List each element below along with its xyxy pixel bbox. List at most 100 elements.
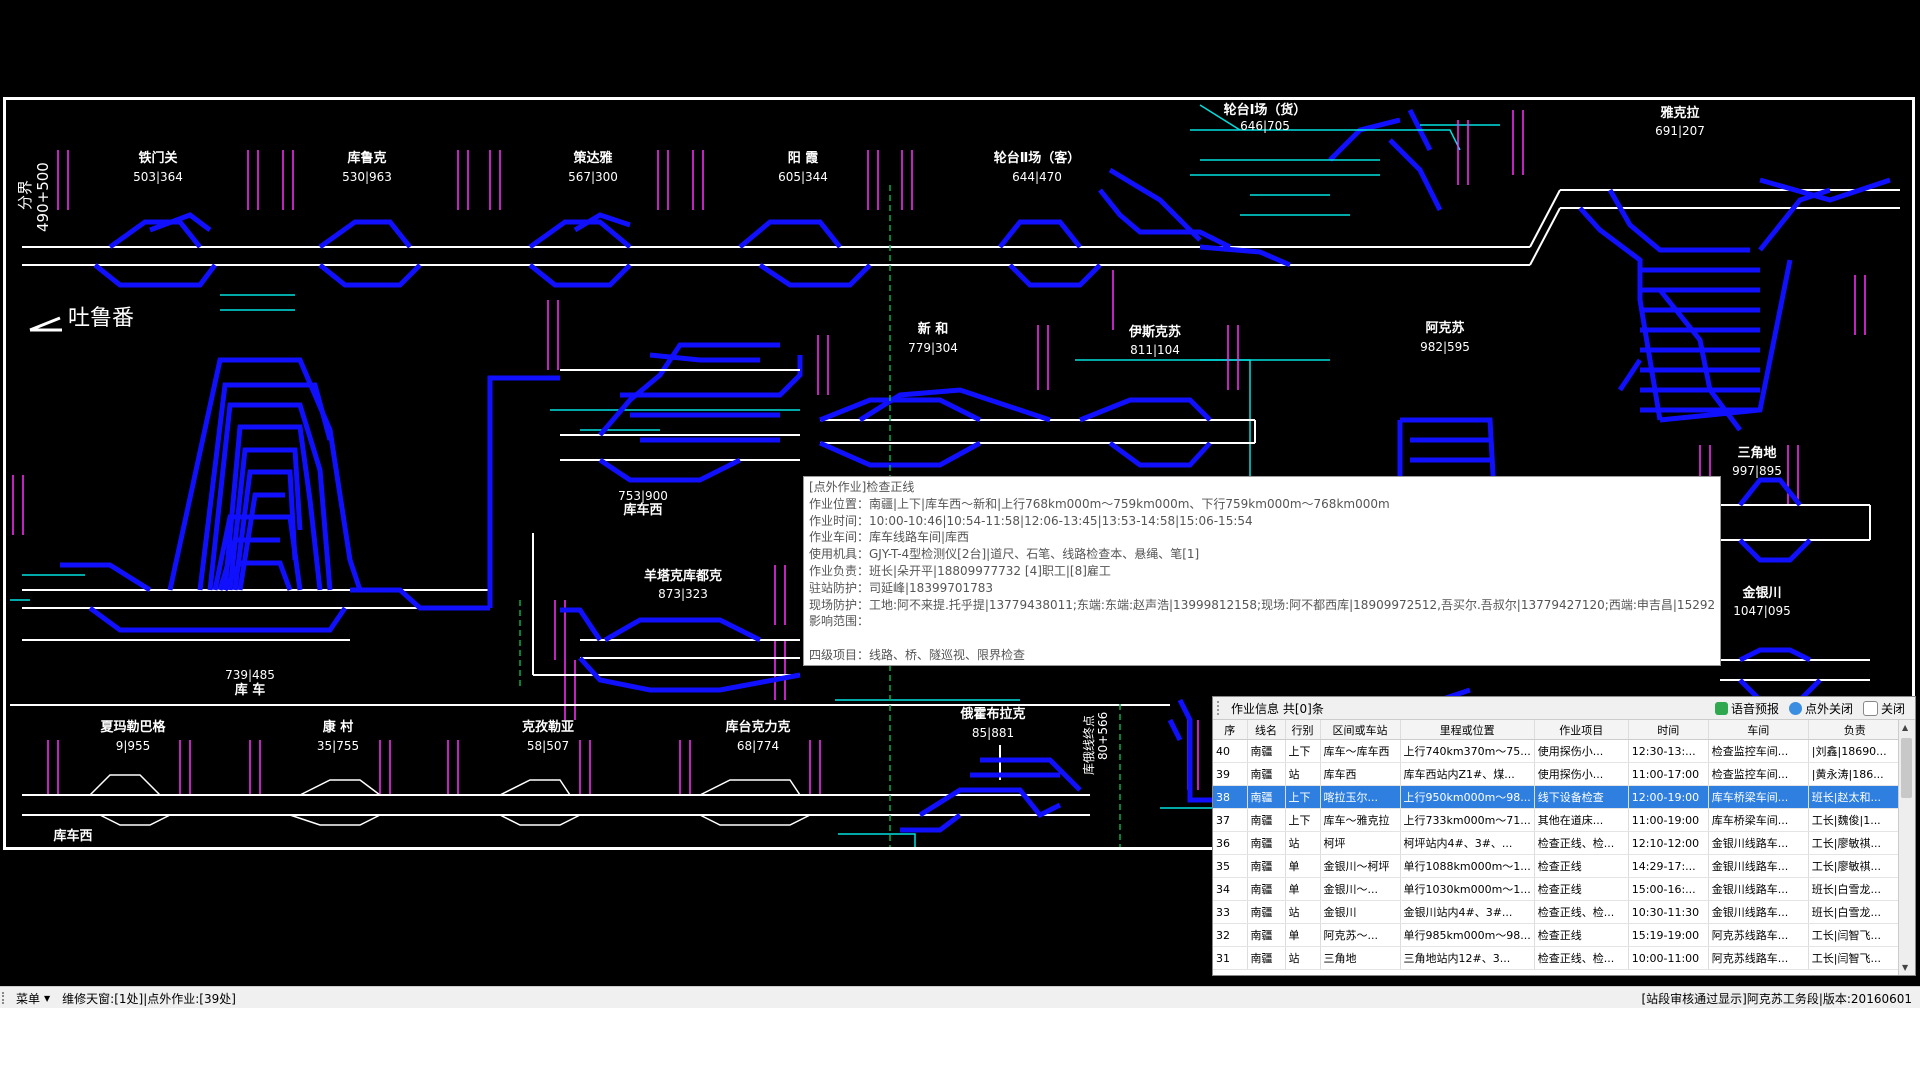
- column-header[interactable]: 时间: [1628, 720, 1709, 740]
- table-scrollbar[interactable]: ▲ ▼: [1898, 720, 1915, 975]
- column-header[interactable]: 作业项目: [1534, 720, 1629, 740]
- table-cell: 12:30-13:...: [1628, 739, 1709, 763]
- table-cell: 库车～雅克拉: [1320, 808, 1401, 832]
- bottom-area: [0, 1008, 1920, 1080]
- column-header[interactable]: 序: [1213, 720, 1248, 740]
- table-cell: 单行985km000m～98...: [1400, 923, 1535, 947]
- work-info-panel: 作业信息 共[0]条 语音预报 点外关闭 关闭 序 线名 行别 区间或车站 里程…: [1212, 696, 1916, 976]
- station-code: 68|774: [737, 739, 779, 753]
- boundary-km: 490+500: [34, 162, 52, 232]
- station-code: 58|507: [527, 739, 569, 753]
- table-cell: 库车西站内Z1#、煤...: [1400, 762, 1535, 786]
- status-right: [站段审核通过显示]阿克苏工务段|版本:20160601: [1641, 991, 1912, 1006]
- station-name: 库台克力克: [725, 719, 790, 735]
- station-code: 997|895: [1732, 464, 1782, 478]
- table-cell: 34: [1213, 877, 1248, 901]
- table-cell: 15:00-16:...: [1628, 877, 1709, 901]
- column-header[interactable]: 负责: [1808, 720, 1902, 740]
- station-name: 铁门关: [137, 150, 177, 166]
- tooltip-line: 作业车间：库车线路车间|库西: [809, 530, 970, 545]
- work-tooltip: [点外作业]检查正线 作业位置：南疆|上下|库车西～新和|上行768km000m…: [803, 476, 1721, 666]
- table-cell: 12:10-12:00: [1628, 831, 1709, 855]
- table-cell: 单: [1285, 877, 1321, 901]
- tooltip-line: 四级项目：线路、桥、隧巡视、限界检查: [809, 647, 1026, 662]
- table-cell: 15:19-19:00: [1628, 923, 1709, 947]
- station-code: 530|963: [342, 170, 392, 184]
- voice-forecast-button[interactable]: 语音预报: [1714, 700, 1779, 717]
- column-header[interactable]: 里程或位置: [1400, 720, 1535, 740]
- terminal-km: 80+566: [1096, 712, 1110, 760]
- table-cell: 35: [1213, 854, 1248, 878]
- table-cell: 12:00-19:00: [1628, 785, 1709, 809]
- column-header[interactable]: 车间: [1708, 720, 1809, 740]
- tooltip-line: [809, 630, 1715, 647]
- station-name: 库 车: [235, 682, 266, 698]
- table-cell: 站: [1285, 900, 1321, 924]
- table-cell: 库车桥梁车间...: [1708, 808, 1809, 832]
- scroll-down-icon[interactable]: ▼: [1902, 963, 1909, 972]
- direction-arrow: 吐鲁番: [29, 306, 134, 332]
- table-cell: 金银川线路车...: [1708, 877, 1809, 901]
- station-name: 康 村: [323, 719, 354, 735]
- station-name: 策达雅: [573, 150, 612, 166]
- station-name: 阳 霞: [788, 151, 820, 166]
- table-cell: 36: [1213, 831, 1248, 855]
- boundary-label: 分界: [16, 180, 34, 210]
- table-cell: 10:00-11:00: [1628, 946, 1709, 970]
- station-name: 羊塔克库都克: [644, 568, 722, 584]
- station-code: 503|364: [133, 170, 183, 184]
- station-name: 金银川: [1741, 585, 1781, 601]
- column-header[interactable]: 行别: [1285, 720, 1321, 740]
- tooltip-line: 作业时间：10:00-10:46|10:54-11:58|12:06-13:45…: [809, 513, 1253, 528]
- table-cell: 检查监控车间...: [1708, 739, 1809, 763]
- drag-grip[interactable]: [1217, 701, 1225, 715]
- station-name: 库车西: [53, 828, 92, 844]
- table-cell: 上行950km000m～98...: [1400, 785, 1535, 809]
- table-cell: 38: [1213, 785, 1248, 809]
- boundary-marker: 分界 490+500: [16, 162, 52, 232]
- table-cell: 上行733km000m～71...: [1400, 808, 1535, 832]
- tooltip-line: 作业负责：班长|朵开平|18809977732 [4]职工|[8]雇工: [809, 563, 1111, 578]
- table-cell: |刘鑫|18690...: [1808, 739, 1902, 763]
- table-cell: 阿克苏～...: [1320, 923, 1401, 947]
- table-cell: 10:30-11:30: [1628, 900, 1709, 924]
- point-close-button[interactable]: 点外关闭: [1788, 700, 1853, 717]
- chevron-down-icon: ▼: [44, 993, 51, 1003]
- status-bar: 菜单▼ 维修天窗:[1处]|点外作业:[39处] [站段审核通过显示]阿克苏工务…: [0, 986, 1920, 1009]
- menu-button[interactable]: 菜单▼: [16, 990, 50, 1007]
- station-code: 1047|095: [1733, 604, 1791, 618]
- table-cell: 37: [1213, 808, 1248, 832]
- table-cell: 使用探伤小...: [1534, 762, 1629, 786]
- table-cell: 库车西: [1320, 762, 1401, 786]
- column-header[interactable]: 线名: [1247, 720, 1286, 740]
- table-cell: 金银川～...: [1320, 877, 1401, 901]
- close-label: 关闭: [1880, 701, 1905, 716]
- close-button[interactable]: 关闭: [1862, 700, 1905, 717]
- scroll-up-icon[interactable]: ▲: [1902, 723, 1909, 732]
- tooltip-line: 使用机具：GJY-T-4型检测仪[2台]|道尺、石笔、线路检查本、悬绳、笔[1]: [809, 547, 1200, 562]
- station-code: 779|304: [908, 341, 958, 355]
- table-cell: 班长|白雪龙...: [1808, 877, 1902, 901]
- table-cell: 南疆: [1247, 946, 1286, 970]
- middle-sidings: [60, 342, 1822, 703]
- table-cell: 南疆: [1247, 808, 1286, 832]
- table-cell: 33: [1213, 900, 1248, 924]
- column-header[interactable]: 区间或车站: [1320, 720, 1401, 740]
- table-cell: |黄永涛|186...: [1808, 762, 1902, 786]
- table-cell: 南疆: [1247, 854, 1286, 878]
- table-cell: 站: [1285, 946, 1321, 970]
- table-cell: 库车桥梁车间...: [1708, 785, 1809, 809]
- scroll-thumb[interactable]: [1901, 738, 1912, 798]
